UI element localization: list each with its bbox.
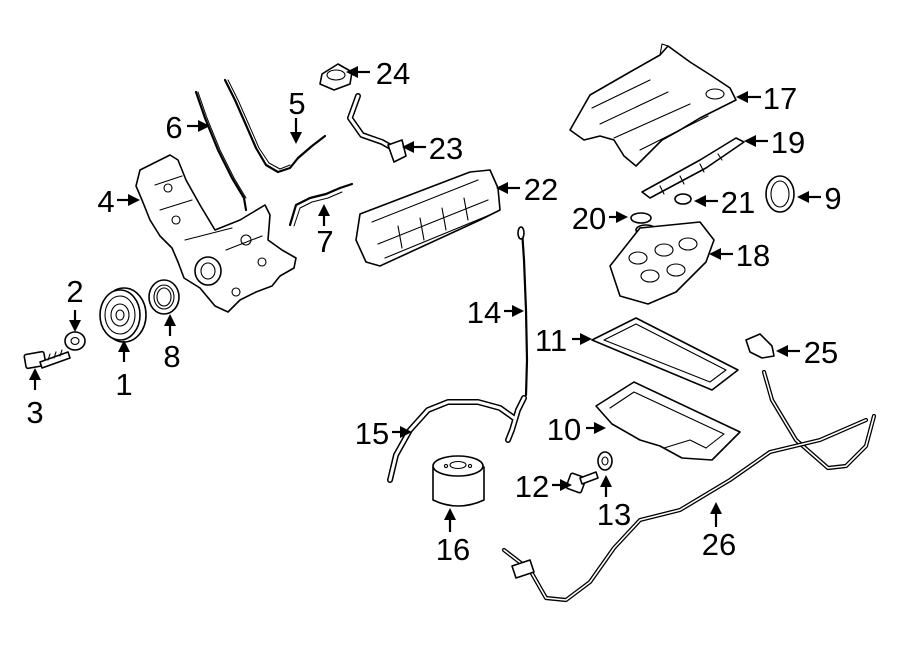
callout-14: 14 [467,295,501,330]
callout-15: 15 [355,416,389,451]
part-4-timing-cover [135,154,297,313]
part-26-harness [501,369,877,603]
part-15-dipstick-tube [387,395,527,483]
callout-23: 23 [429,131,463,166]
part-14-dipstick [517,226,529,397]
part-7-gasket [288,182,354,227]
part-22-valve-cover [355,169,501,267]
callout-6: 6 [165,110,182,145]
callout-13: 13 [597,497,631,532]
callout-24: 24 [376,56,410,91]
callout-12: 12 [515,469,549,504]
part-3-bolt [23,349,71,370]
part-11-pan-gasket [591,317,739,391]
part-25-sensor [745,333,775,359]
callout-1: 1 [115,367,132,402]
callout-11: 11 [535,323,567,358]
callout-17: 17 [763,81,797,116]
part-6-gasket [194,90,248,212]
callout-7: 7 [316,224,333,259]
part-21-gasket [674,193,692,205]
callout-26: 26 [702,527,736,562]
part-24-oil-cap [319,63,353,91]
part-10-oil-pan [595,381,741,461]
callout-25: 25 [804,335,838,370]
part-9-rear-seal [765,175,795,213]
part-18-lower-intake [609,221,715,305]
callout-10: 10 [547,412,581,447]
callout-16: 16 [436,532,470,567]
part-12-drain-plug [565,471,599,494]
part-8-front-seal [148,279,180,315]
callout-2: 2 [66,274,83,309]
callout-18: 18 [736,238,770,273]
part-2-washer [64,331,86,351]
part-16-oil-filter [432,455,485,507]
callout-arrows [29,66,821,532]
callout-4: 4 [97,184,114,219]
part-5-gasket [223,78,327,174]
callout-19: 19 [771,125,805,160]
callout-8: 8 [163,339,180,374]
callout-labels: 1 2 3 4 5 6 7 8 9 10 11 12 13 14 15 16 1… [26,56,841,567]
callout-9: 9 [824,181,841,216]
callout-5: 5 [288,86,305,121]
part-13-drain-gasket [597,451,613,471]
part-23-filler-tube [347,93,407,163]
part-19-fuel-rail [641,137,745,199]
part-1-crank-pulley [99,287,147,343]
part-17-intake-manifold [569,43,737,167]
callout-20: 20 [572,201,606,236]
callout-3: 3 [26,395,43,430]
callout-22: 22 [524,172,558,207]
callout-21: 21 [721,185,755,220]
